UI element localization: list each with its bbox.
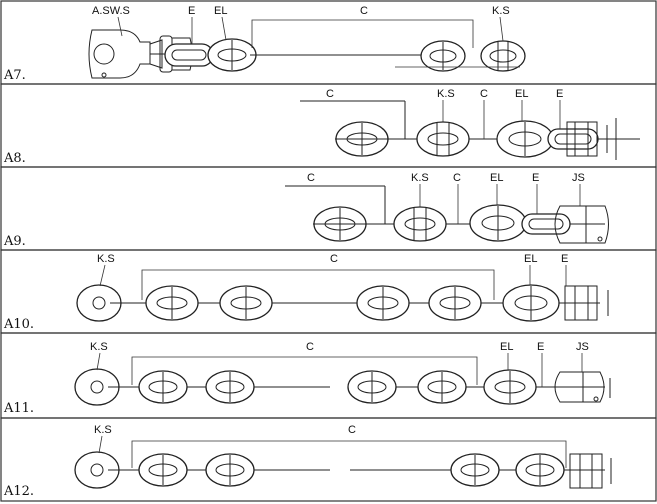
row-label-a11: A11. [3,401,34,416]
joining-shackle [554,205,609,244]
row-a10: A10. [3,253,609,332]
callout-e: E [537,341,544,353]
stud-link [205,453,255,487]
callout-ks: K.S [437,88,455,100]
stud-link [420,40,466,72]
callout-aswS: A.SW.S [92,5,130,17]
swivel-shackle [88,29,200,79]
enlarged-link-el [469,204,527,242]
row-frame-a12 [0,417,657,502]
row-label-a8: A8. [3,151,26,166]
joining-shackle [554,371,611,403]
callout-ks: K.S [90,341,108,353]
callout-ks: K.S [94,424,112,436]
callout-e: E [188,5,195,17]
callout-c: C [348,424,356,436]
row-label-a10: A10. [3,317,34,332]
callout-js: JS [576,341,589,353]
end-shackle [569,453,612,489]
callout-c: C [306,341,314,353]
stud-link [428,285,482,321]
end-link-e [521,213,571,235]
kenter-shackle [416,121,470,157]
callout-el: EL [524,253,537,265]
stud-link [138,370,188,404]
end-link-e [547,128,599,150]
stud-link [145,285,199,321]
callout-c2: C [453,172,461,184]
stud-link [356,285,410,321]
callout-c1: C [326,88,334,100]
end-link-e [164,43,214,67]
callout-c: C [330,253,338,265]
row-a8: A8. [3,88,640,166]
enlarged-link-el [483,369,537,405]
stud-link [450,453,500,487]
callout-el: EL [214,5,227,17]
stud-link [138,453,188,487]
callout-el: EL [490,172,503,184]
callout-c2: C [480,88,488,100]
kenter-shackle [393,206,447,242]
callout-js: JS [572,172,585,184]
row-label-a9: A9. [3,234,26,249]
kenter-shackle [480,40,526,72]
stud-link [347,370,397,404]
callout-e: E [561,253,568,265]
row-a9: A9. C K.S C [3,172,609,249]
callout-e: E [556,88,563,100]
callout-ks: K.S [97,253,115,265]
end-shackle [564,285,609,321]
enlarged-link-el [502,284,560,322]
callout-e: E [532,172,539,184]
callout-c1: C [307,172,315,184]
stud-link [417,370,467,404]
row-a12: A12. [3,424,612,499]
callout-el: EL [515,88,528,100]
callout-ks: K.S [411,172,429,184]
end-shackle [566,118,617,160]
enlarged-link-el [207,38,257,72]
callout-el: EL [500,341,513,353]
row-a7: A7. [3,5,526,83]
row-label-a12: A12. [3,484,34,499]
stud-link [515,453,565,487]
enlarged-link-el [496,120,554,158]
callout-ks: K.S [492,5,510,17]
row-label-a7: A7. [3,68,26,83]
callout-c: C [360,5,368,17]
row-a11: A11. [3,341,611,416]
stud-link [205,370,255,404]
stud-link [219,285,273,321]
